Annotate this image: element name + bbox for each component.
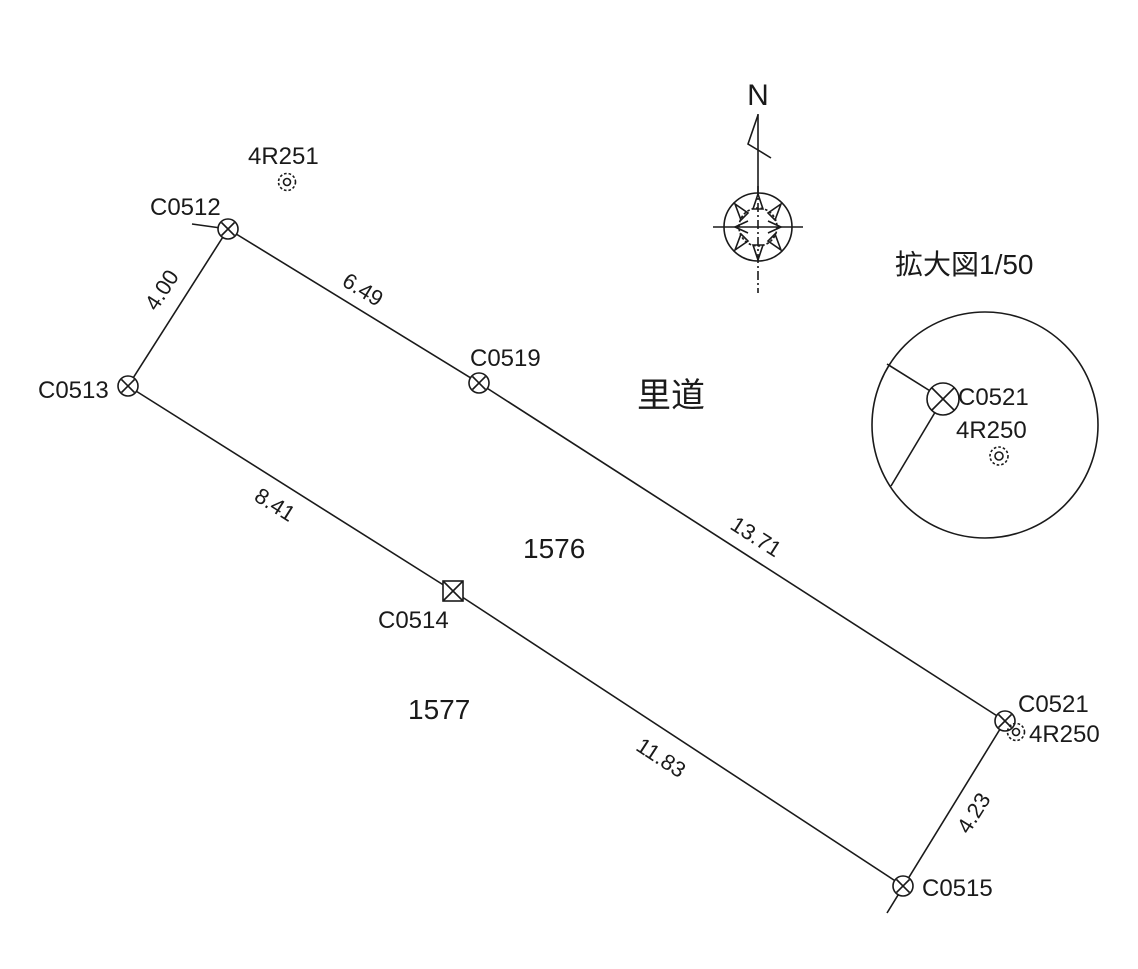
enlarged-view: 拡大図1/50 C0521 4R250 <box>871 249 1099 539</box>
enlarged-boundary-line-lower <box>890 398 944 487</box>
square-point-symbol-c0514 <box>442 580 464 602</box>
boundary-line-c0519-c0521 <box>478 382 1006 722</box>
marker-label-4r251: 4R251 <box>248 143 319 170</box>
north-label: N <box>747 79 769 112</box>
road-label: 里道 <box>637 377 705 415</box>
enlarged-view-circle <box>871 311 1099 539</box>
control-point-symbol-c0512 <box>217 218 239 240</box>
north-arrow-flag <box>747 114 772 193</box>
enlarged-control-point-symbol-c0521 <box>926 382 960 416</box>
enlarged-point-label-c0521: C0521 <box>958 384 1029 411</box>
compass-star-rays <box>733 191 783 263</box>
benchmark-symbol-4r251 <box>277 172 297 192</box>
survey-point-symbols <box>117 172 1026 897</box>
benchmark-symbol-4r250 <box>1006 722 1026 742</box>
point-label-c0515: C0515 <box>922 875 993 902</box>
parcel-label-1577: 1577 <box>408 694 470 725</box>
parcel-label-1576: 1576 <box>523 533 585 564</box>
enlarged-marker-label-4r250: 4R250 <box>956 417 1027 444</box>
control-point-symbol-c0519 <box>468 372 490 394</box>
compass-west-arrowhead <box>733 220 749 234</box>
compass-east-arrowhead <box>767 220 783 234</box>
point-label-c0514: C0514 <box>378 607 449 634</box>
boundary-line-c0513-c0514 <box>127 385 454 592</box>
distance-label-c0519-c0521: 13.71 <box>726 511 786 562</box>
point-label-c0521: C0521 <box>1018 691 1089 718</box>
control-point-symbol-c0513 <box>117 375 139 397</box>
distance-label-c0512-c0519: 6.49 <box>338 268 388 312</box>
boundary-lines <box>127 223 1006 914</box>
enlarged-benchmark-symbol-4r250 <box>989 446 1009 466</box>
point-label-c0512: C0512 <box>150 194 221 221</box>
boundary-line-c0514-c0515 <box>452 590 904 887</box>
north-indicator: N <box>713 79 803 293</box>
enlarged-view-title: 拡大図1/50 <box>895 249 1034 280</box>
control-point-symbol-c0515 <box>892 875 914 897</box>
boundary-line-c0512-c0519 <box>227 228 480 384</box>
compass-rose <box>713 186 803 293</box>
marker-label-4r250: 4R250 <box>1029 721 1100 748</box>
point-label-c0519: C0519 <box>470 345 541 372</box>
control-point-symbol-c0521 <box>994 710 1016 732</box>
point-label-c0513: C0513 <box>38 377 109 404</box>
boundary-line-c0512-c0513 <box>127 228 229 387</box>
